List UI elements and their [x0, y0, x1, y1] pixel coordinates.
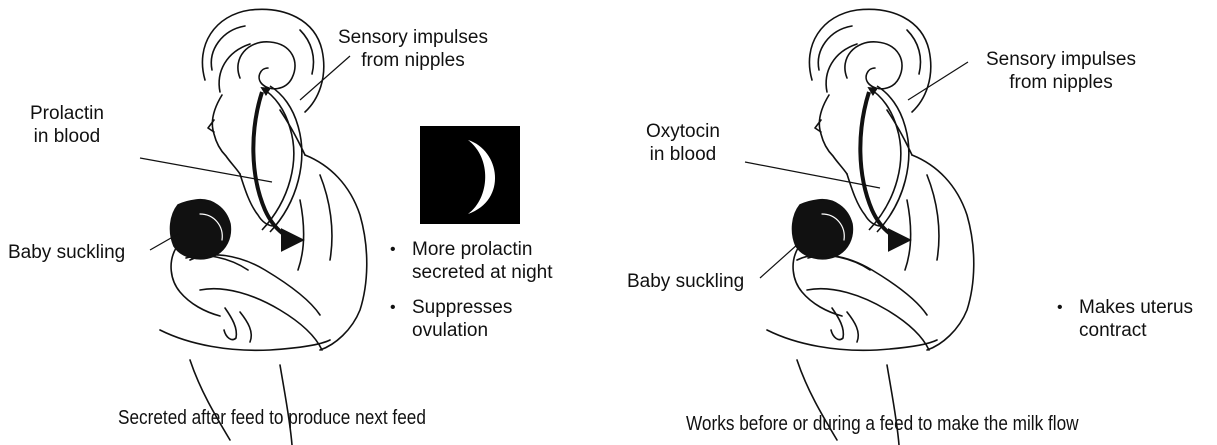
list-item: • More prolactin secreted at night [388, 238, 552, 284]
left-caption: Secreted after feed to produce next feed [118, 406, 426, 430]
left-sensory-label-line1: Sensory impulses [338, 26, 488, 49]
left-sensory-arrow [262, 86, 302, 232]
right-caption: Works before or during a feed to make th… [686, 412, 1079, 436]
right-mother-illustration [767, 9, 974, 445]
bullet-line: More prolactin [412, 238, 552, 261]
left-mother-illustration [160, 9, 367, 445]
bullet-line: contract [1079, 319, 1193, 342]
bullet-line: secreted at night [412, 261, 552, 284]
left-baby-label: Baby suckling [8, 241, 125, 264]
right-leader-lines [745, 62, 968, 278]
left-hormone-label-line2: in blood [30, 125, 104, 148]
right-sensory-label-line1: Sensory impulses [986, 48, 1136, 71]
list-item: • Makes uterus contract [1055, 296, 1193, 342]
right-hormone-label: Oxytocin in blood [646, 120, 720, 166]
left-sensory-label-line2: from nipples [338, 49, 488, 72]
right-baby-label: Baby suckling [627, 270, 744, 293]
right-bullet-list: • Makes uterus contract [1055, 296, 1193, 354]
left-hormone-label-line1: Prolactin [30, 102, 104, 125]
bullet-line: ovulation [412, 319, 552, 342]
left-bullet-list: • More prolactin secreted at night • Sup… [388, 238, 552, 354]
right-sensory-label: Sensory impulses from nipples [986, 48, 1136, 94]
right-sensory-label-line2: from nipples [986, 71, 1136, 94]
bullet-glyph: • [390, 238, 396, 261]
list-item: • Suppresses ovulation [388, 296, 552, 342]
bullet-glyph: • [390, 296, 396, 319]
left-hormone-label: Prolactin in blood [30, 102, 104, 148]
right-sensory-arrow [869, 86, 909, 232]
bullet-line: Makes uterus [1079, 296, 1193, 319]
right-hormone-label-line1: Oxytocin [646, 120, 720, 143]
left-sensory-label: Sensory impulses from nipples [338, 26, 488, 72]
bullet-line: Suppresses [412, 296, 552, 319]
bullet-glyph: • [1057, 296, 1063, 319]
right-hormone-label-line2: in blood [646, 143, 720, 166]
crescent-moon-icon [420, 126, 520, 224]
